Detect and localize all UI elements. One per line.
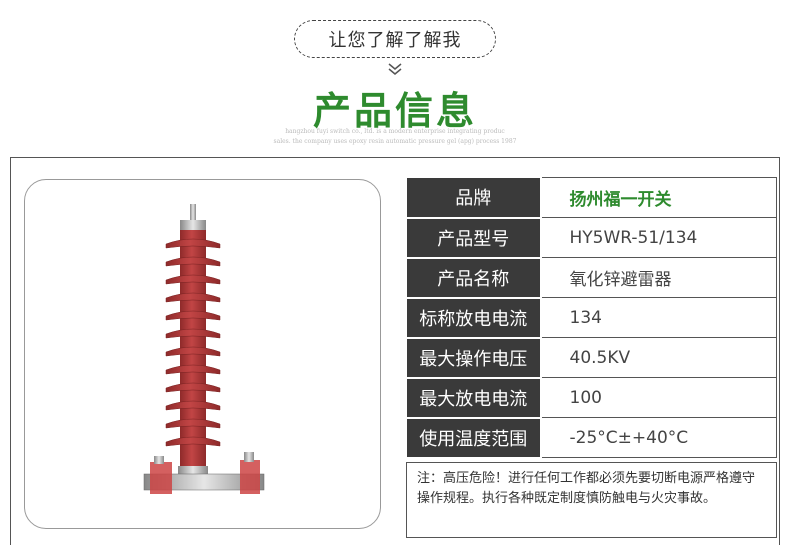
table-row: 最大操作电压 40.5KV [406, 337, 777, 379]
surge-arrester-image [143, 204, 265, 494]
subtitle-line-2: sales. the company uses epoxy resin auto… [273, 138, 517, 145]
spec-label: 品牌 [406, 177, 542, 219]
spec-value: HY5WR-51/134 [540, 217, 777, 258]
table-row: 产品名称 氧化锌避雷器 [406, 257, 777, 299]
spec-label: 最大放电电流 [406, 377, 542, 419]
section-pill-label: 让您了解了解我 [328, 30, 462, 51]
page-title: 产品信息 [312, 89, 477, 133]
spec-value: -25°C±+40°C [540, 417, 777, 458]
table-row: 产品型号 HY5WR-51/134 [406, 217, 777, 259]
safety-note: 注：高压危险！进行任何工作都必须先要切断电源严格遵守操作规程。执行各种既定制度慎… [406, 462, 777, 538]
table-row: 使用温度范围 -25°C±+40°C [406, 417, 777, 459]
content-frame [10, 157, 780, 545]
spec-label: 使用温度范围 [406, 417, 542, 459]
spec-table: 品牌 扬州福一开关 产品型号 HY5WR-51/134 产品名称 氧化锌避雷器 … [406, 177, 777, 459]
subtitle-line-1: hangzhou fuyi switch co., ltd. is a mode… [285, 128, 505, 135]
spec-label: 标称放电电流 [406, 297, 542, 339]
table-row: 品牌 扬州福一开关 [406, 177, 777, 219]
spec-label: 最大操作电压 [406, 337, 542, 379]
spec-value: 100 [540, 377, 777, 418]
spec-label: 产品型号 [406, 217, 542, 259]
spec-value: 134 [540, 297, 777, 338]
chevron-down-icon [388, 63, 402, 75]
table-row: 标称放电电流 134 [406, 297, 777, 339]
section-pill: 让您了解了解我 [294, 20, 496, 58]
table-row: 最大放电电流 100 [406, 377, 777, 419]
spec-label: 产品名称 [406, 257, 542, 299]
spec-value: 扬州福一开关 [540, 177, 777, 218]
spec-value: 氧化锌避雷器 [540, 257, 777, 298]
spec-value: 40.5KV [540, 337, 777, 378]
